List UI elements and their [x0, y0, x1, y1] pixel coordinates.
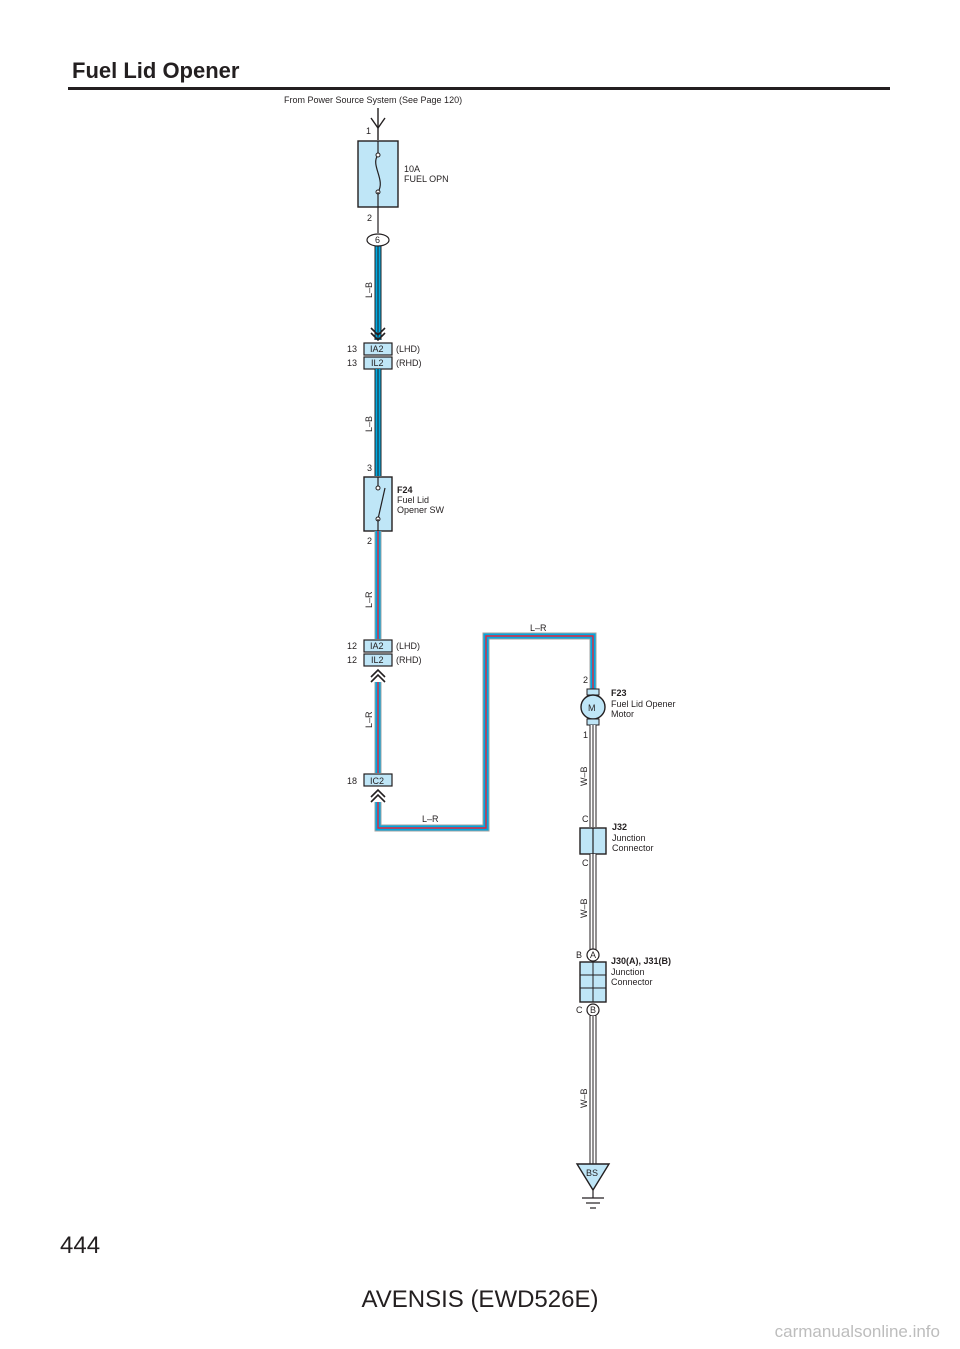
- junction-6: [366, 233, 390, 247]
- wire-code-lr-top: L–R: [530, 623, 547, 633]
- source-arrowhead: [370, 117, 386, 130]
- switch-pin-bottom: 2: [367, 536, 372, 546]
- page-title: Fuel Lid Opener: [72, 58, 240, 83]
- ground-code: BS: [586, 1168, 598, 1178]
- ia2-top-pin-a: 13: [347, 344, 357, 354]
- fuse-pin-bottom: 2: [367, 213, 372, 223]
- ia2-top-note-a: (LHD): [396, 344, 420, 354]
- j30-tag-top-label: A: [590, 950, 596, 960]
- ia2-bottom-pin-a: 12: [347, 641, 357, 651]
- switch-pin-top: 3: [367, 463, 372, 473]
- j30-tag-top: [586, 948, 600, 962]
- wire-code-wb-3: W–B: [579, 1088, 589, 1108]
- ic2-box: [363, 773, 393, 787]
- connector-chevron-up-2: [370, 788, 386, 803]
- motor-pin-bottom: 1: [583, 730, 588, 740]
- ia2-bottom-box-a: [363, 639, 393, 653]
- ia2-top-code-a: IA2: [370, 344, 384, 354]
- switch-name-1: Fuel Lid: [397, 495, 429, 505]
- page-number: 444: [60, 1232, 101, 1259]
- ia2-bottom-code-b: IL2: [371, 655, 384, 665]
- ia2-top-box-a: [363, 342, 393, 356]
- switch-name-2: Opener SW: [397, 505, 445, 515]
- wire-lr-route: [374, 632, 597, 832]
- motor-id: F23: [611, 688, 627, 698]
- j32-pin-bottom: C: [582, 858, 589, 868]
- switch-dot-top: [375, 485, 381, 491]
- j30-tag-bottom-label: B: [590, 1005, 596, 1015]
- j32-name-2: Connector: [612, 843, 654, 853]
- j32-id: J32: [612, 822, 627, 832]
- switch-id: F24: [397, 485, 413, 495]
- j30-name-2: Connector: [611, 977, 653, 987]
- wire-code-lr-bottom: L–R: [422, 814, 439, 824]
- title-rule: [68, 87, 890, 90]
- j30-pin-bottom: C: [576, 1005, 583, 1015]
- ic2-code: IC2: [370, 776, 384, 786]
- fuse-rating: 10A: [404, 164, 420, 174]
- j32-pin-top: C: [582, 814, 589, 824]
- ia2-bottom-code-a: IA2: [370, 641, 384, 651]
- j30-pin-top: B: [576, 950, 582, 960]
- j30-id: J30(A), J31(B): [611, 956, 671, 966]
- motor-terminal-top: [586, 688, 600, 696]
- ia2-top-note-b: (RHD): [396, 358, 422, 368]
- wire-code-lr-2: L–R: [364, 711, 374, 728]
- wire-code-lr-1: L–R: [364, 591, 374, 608]
- wire-code-lb-2: L–B: [364, 416, 374, 432]
- ia2-top-code-b: IL2: [371, 358, 384, 368]
- source-note: From Power Source System (See Page 120): [284, 95, 462, 105]
- ground-triangle-icon: [575, 1163, 611, 1192]
- fuse-name: FUEL OPN: [404, 174, 449, 184]
- connector-chevron-up: [370, 668, 386, 683]
- ia2-bottom-box-b: [363, 653, 393, 667]
- motor-symbol: M: [588, 703, 596, 713]
- motor-pin-top: 2: [583, 675, 588, 685]
- ic2-pin: 18: [347, 776, 357, 786]
- motor-name-2: Motor: [611, 709, 634, 719]
- ia2-bottom-pin-b: 12: [347, 655, 357, 665]
- wire-code-wb-1: W–B: [579, 766, 589, 786]
- junction-6-label: 6: [375, 235, 380, 245]
- fuse-element-icon: [375, 154, 381, 193]
- watermark: carmanualsonline.info: [774, 1322, 940, 1341]
- footer-model: AVENSIS (EWD526E): [361, 1286, 599, 1313]
- fuse-dot-top: [375, 152, 381, 158]
- switch-contact-icon: [377, 487, 386, 520]
- ia2-bottom-note-b: (RHD): [396, 655, 422, 665]
- j30-name-1: Junction: [611, 967, 645, 977]
- fuse-pin-top: 1: [366, 126, 371, 136]
- j32-name-1: Junction: [612, 833, 646, 843]
- ia2-top-pin-b: 13: [347, 358, 357, 368]
- motor-terminal-bottom: [586, 718, 600, 726]
- wire-code-lb-1: L–B: [364, 282, 374, 298]
- connector-chevron: [370, 327, 386, 342]
- motor-name-1: Fuel Lid Opener: [611, 699, 676, 709]
- wire-code-wb-2: W–B: [579, 898, 589, 918]
- ia2-bottom-note-a: (LHD): [396, 641, 420, 651]
